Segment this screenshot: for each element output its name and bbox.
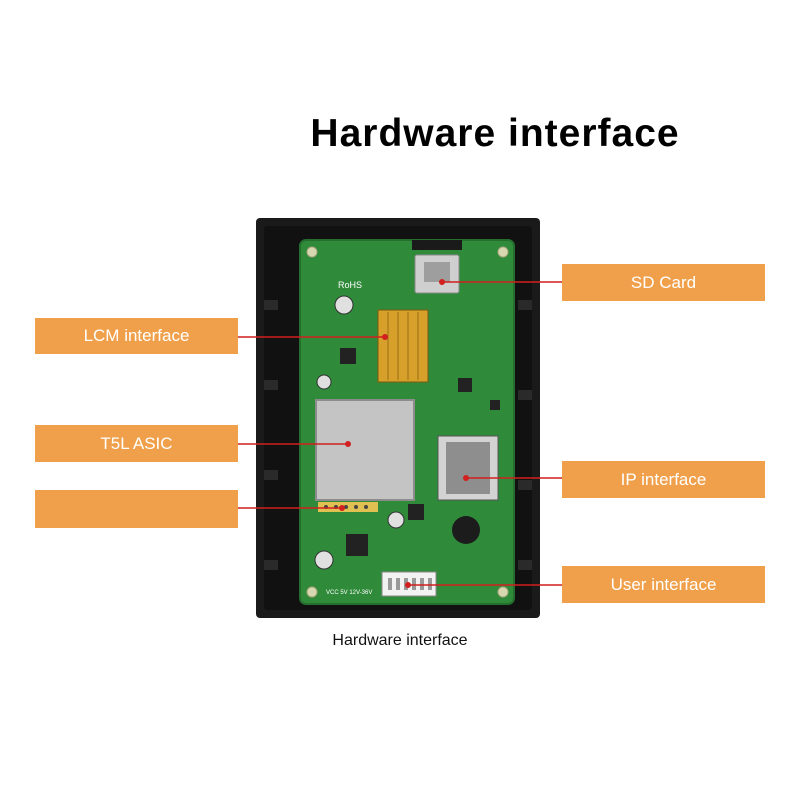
fpc-stripes bbox=[387, 312, 419, 380]
ip-connector-body bbox=[446, 442, 490, 494]
inductor bbox=[340, 348, 356, 364]
callout-user-interface: User interface bbox=[562, 566, 765, 603]
top-connector bbox=[412, 240, 462, 250]
bezel-clips bbox=[264, 300, 532, 570]
rohs-marking: RoHS bbox=[338, 280, 362, 290]
capacitor-mid bbox=[387, 511, 405, 529]
lcm-fpc-connector bbox=[377, 309, 429, 383]
capacitor-bottom bbox=[314, 550, 334, 570]
callout-lcm-interface: LCM interface bbox=[35, 318, 238, 354]
power-ic bbox=[346, 534, 368, 556]
mounting-holes bbox=[306, 246, 509, 598]
photo-caption: Hardware interface bbox=[332, 632, 468, 649]
sd-card-contacts bbox=[424, 262, 450, 282]
page-title: Hardware interface bbox=[310, 112, 680, 155]
leader-lines bbox=[238, 281, 562, 586]
capacitor-left bbox=[316, 374, 332, 390]
callout-blank bbox=[35, 490, 238, 528]
inductor-2 bbox=[408, 504, 424, 520]
callout-ip-interface: IP interface bbox=[562, 461, 765, 498]
voltage-marking: VCC 5V 12V-36V bbox=[326, 590, 372, 596]
buzzer bbox=[452, 516, 480, 544]
callout-t5l-asic: T5L ASIC bbox=[35, 425, 238, 462]
leader-dots bbox=[339, 279, 469, 588]
callout-sd-card: SD Card bbox=[562, 264, 765, 301]
t5l-asic-shield bbox=[315, 399, 415, 501]
capacitor-top bbox=[334, 295, 354, 315]
small-ic-2 bbox=[490, 400, 500, 410]
small-ic-1 bbox=[458, 378, 472, 392]
